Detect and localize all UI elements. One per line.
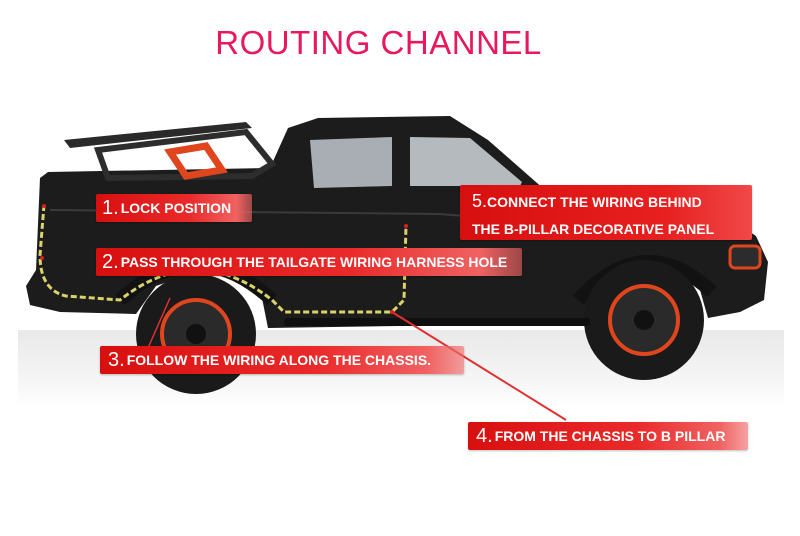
point-chassis (390, 310, 394, 314)
step-2-text: PASS THROUGH THE TAILGATE WIRING HARNESS… (120, 254, 508, 270)
step-4-text: FROM THE CHASSIS TO B PILLAR (494, 428, 726, 444)
roof-rack (64, 122, 252, 148)
truck-body (26, 116, 768, 328)
step-4-number: 4. (476, 424, 493, 447)
step-2-number: 2. (102, 250, 119, 273)
step-5-number: 5. (472, 191, 488, 211)
step-5-text-2: THE B-PILLAR DECORATIVE PANEL (472, 221, 715, 237)
point-lock (42, 204, 46, 208)
label-step-4: 4. FROM THE CHASSIS TO B PILLAR (468, 422, 748, 450)
step-5-line-1: 5.CONNECT THE WIRING BEHIND (472, 191, 702, 212)
step-5-text-1: CONNECT THE WIRING BEHIND (487, 194, 702, 210)
leader-line-4 (391, 311, 567, 421)
point-b-pillar (404, 224, 408, 228)
step-1-number: 1. (102, 196, 119, 219)
leader-line-3 (147, 297, 171, 349)
label-step-3: 3. FOLLOW THE WIRING ALONG THE CHASSIS. (100, 346, 464, 374)
routing-path (38, 204, 408, 314)
roll-bar-accent (164, 142, 228, 180)
front-window (410, 137, 522, 186)
headlight (728, 244, 762, 270)
step-3-number: 3. (108, 348, 125, 371)
page-title: ROUTING CHANNEL (215, 24, 542, 61)
front-wheel (584, 260, 704, 380)
roll-bar (93, 128, 277, 182)
label-step-1: 1. LOCK POSITION (96, 194, 252, 222)
label-step-5: 5.CONNECT THE WIRING BEHIND THE B-PILLAR… (460, 185, 752, 240)
point-tailgate (40, 256, 44, 260)
step-1-text: LOCK POSITION (120, 200, 232, 216)
side-step (284, 318, 590, 326)
rear-window (310, 137, 392, 188)
step-3-text: FOLLOW THE WIRING ALONG THE CHASSIS. (126, 352, 432, 368)
label-step-2: 2. PASS THROUGH THE TAILGATE WIRING HARN… (96, 248, 522, 276)
